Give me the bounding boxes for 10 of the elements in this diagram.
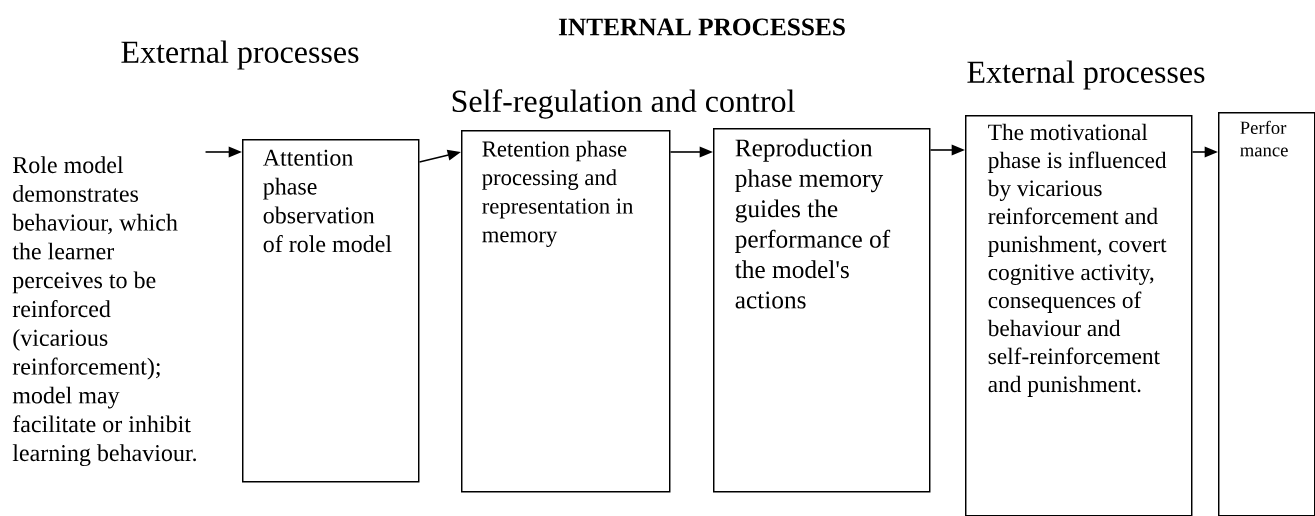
section-heading: External processes: [967, 60, 1205, 90]
heading: INTERNAL PROCESSES: [558, 18, 845, 36]
section-heading: External processes: [121, 40, 359, 70]
process-box: Perfor mance: [1218, 112, 1315, 516]
process-box: The motivational phase is influenced by vicarious reinforcement and punishment, covert cognitive activity, consequences of behaviour and self-reinforcement and punishment.: [965, 115, 1193, 516]
process-box: Retention phase processing and representation in memory: [461, 130, 671, 493]
process-box: Attention phase observation of role model: [242, 139, 420, 483]
process-box: Reproduction phase memory guides the performance of the model's actions: [713, 128, 931, 493]
section-heading: Self-regulation and control: [452, 89, 795, 119]
description-text: Role model demonstrates behaviour, which the learner perceives to be reinforced (vicarious reinforcement); model may facilitate or inhibit learning behaviour.: [12, 156, 196, 467]
